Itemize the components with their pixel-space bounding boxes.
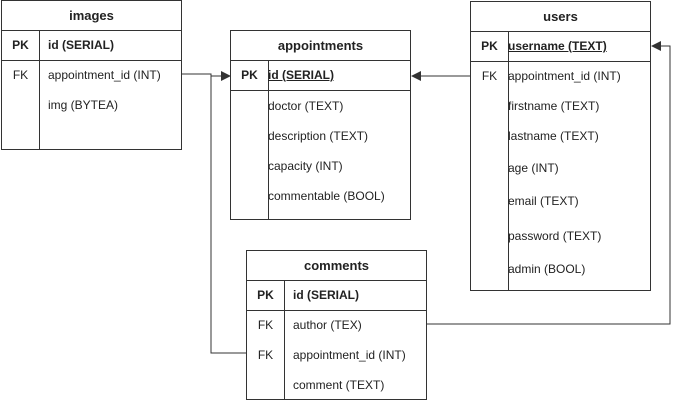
field-lastname: lastname (TEXT) (508, 129, 599, 143)
table-title: comments (247, 251, 426, 281)
field-appointment-id: appointment_id (INT) (48, 68, 161, 82)
field-author: author (TEX) (293, 318, 362, 332)
field-age: age (INT) (508, 161, 559, 175)
key-column (471, 32, 509, 290)
connector-comments-to-appointments (210, 76, 246, 354)
field-capacity: capacity (INT) (268, 159, 343, 173)
table-title: images (2, 1, 181, 31)
field-doctor: doctor (TEXT) (268, 99, 344, 113)
field-email: email (TEXT) (508, 194, 579, 208)
pk-row (231, 61, 410, 91)
fk-label: FK (12, 68, 29, 82)
pk-field: id (SERIAL) (48, 38, 114, 52)
table-images: images PK id (SERIAL) FK appointment_id … (1, 0, 182, 150)
field-appointment-id: appointment_id (INT) (508, 69, 621, 83)
pk-row (2, 31, 181, 61)
table-appointments: appointments PK id (SERIAL) doctor (TEXT… (230, 30, 411, 220)
pk-field: id (SERIAL) (268, 68, 334, 82)
pk-field: username (TEXT) (508, 39, 607, 53)
field-password: password (TEXT) (508, 229, 602, 243)
field-img: img (BYTEA) (48, 98, 119, 112)
field-description: description (TEXT) (268, 129, 369, 143)
pk-label: PK (481, 39, 498, 53)
table-users: users PK username (TEXT) FK appointment_… (470, 1, 651, 291)
connector-comments-to-users (426, 41, 671, 325)
key-column (231, 61, 269, 219)
field-admin: admin (BOOL) (508, 262, 586, 276)
table-comments: comments PK id (SERIAL) FK author (TEX) … (246, 250, 427, 400)
pk-label: PK (241, 68, 258, 82)
pk-label: PK (257, 288, 274, 302)
table-title: users (471, 2, 650, 32)
field-appointment-id: appointment_id (INT) (293, 348, 406, 362)
pk-label: PK (12, 38, 29, 52)
fk-label: FK (257, 348, 274, 362)
connector-images-to-appointments (181, 71, 231, 81)
field-comment: comment (TEXT) (293, 378, 385, 392)
pk-field: id (SERIAL) (293, 288, 359, 302)
key-column (2, 31, 40, 149)
field-firstname: firstname (TEXT) (508, 99, 600, 113)
pk-row (471, 32, 650, 62)
fk-label: FK (481, 69, 498, 83)
fk-label: FK (257, 318, 274, 332)
pk-row (247, 281, 426, 311)
key-column (247, 281, 285, 399)
field-commentable: commentable (BOOL) (268, 189, 385, 203)
table-title: appointments (231, 31, 410, 61)
